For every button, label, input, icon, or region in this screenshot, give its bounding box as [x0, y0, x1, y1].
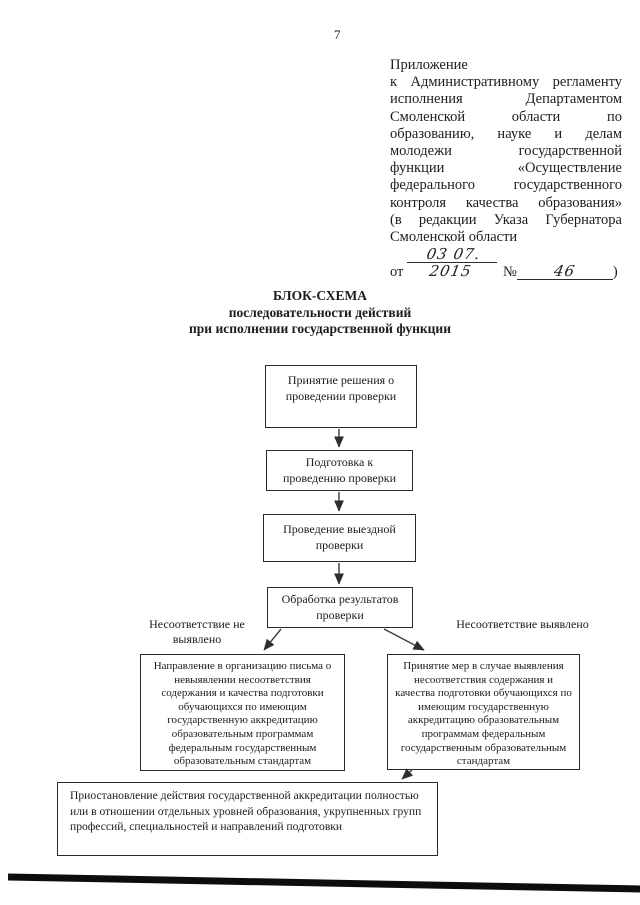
flow-step-decision: Принятие решения о проведении проверки — [265, 365, 417, 428]
annex-line: Приложение — [390, 57, 468, 73]
branch-label-nonconformity: Несоответствие выявлено — [456, 617, 589, 631]
number-blank: 46 — [516, 262, 613, 281]
title-line-2: последовательности действий — [228, 304, 412, 320]
annex-line: федерального государственного — [390, 177, 622, 194]
date-prefix-label: от — [390, 264, 404, 281]
flow-final-suspension: Приостановление действия государственной… — [57, 782, 438, 856]
flow-step-processing: Обработка результатов проверки — [267, 587, 413, 628]
flow-step-inspection: Проведение выездной проверки — [263, 514, 416, 562]
title-line-3: при исполнении государственной функции — [189, 321, 451, 336]
annex-line: (в редакции Указа Губернатора — [390, 211, 622, 228]
annex-line: функции «Осуществление — [390, 160, 622, 177]
handwritten-date: 03 07. 2015 — [425, 245, 483, 281]
arrow-step4-outcome-right — [383, 628, 425, 651]
arrow-outcome-right-final — [401, 768, 414, 780]
title-line-1: БЛОК-СХЕМА — [272, 288, 368, 303]
number-sign-label: № — [503, 264, 517, 281]
annex-line: образованию, науке и делам — [390, 125, 622, 142]
annex-signature-line: от 03 07. 2015 № 46 ) — [390, 245, 622, 281]
date-blank: 03 07. 2015 — [407, 245, 498, 280]
handwritten-number: 46 — [552, 262, 578, 281]
closing-paren: ) — [612, 264, 618, 281]
flow-outcome-letter: Направление в организацию письма о невыя… — [140, 654, 345, 771]
annex-line: контроля качества образования» — [390, 194, 622, 211]
annex-header: Приложение к Административному регламент… — [390, 57, 622, 282]
page-number: 7 — [334, 27, 341, 42]
annex-line: Смоленской области по — [390, 108, 622, 125]
flow-outcome-measures: Принятие мер в случае выявления несоотве… — [387, 654, 580, 770]
annex-line: исполнения Департаментом — [390, 91, 622, 108]
annex-line: Смоленской области — [390, 229, 518, 246]
annex-line: молодежи государственной — [390, 143, 622, 160]
branch-label-no-nonconformity: Несоответствие не выявлено — [149, 617, 245, 646]
annex-line: к Административному регламенту — [390, 74, 622, 91]
document-title: БЛОК-СХЕМА последовательности действий п… — [0, 288, 640, 338]
bottom-rule — [7, 873, 640, 893]
flow-step-preparation: Подготовка к проведению проверки — [266, 450, 413, 491]
